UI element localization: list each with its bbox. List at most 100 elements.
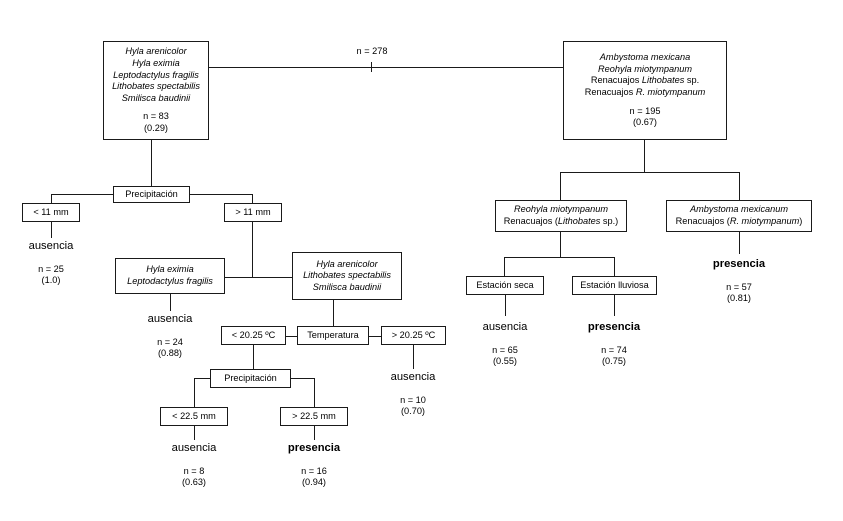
leaf-probability: (0.88) (157, 348, 182, 359)
node-line: n = 195 (629, 105, 661, 116)
leaf-verdict: ausencia (171, 442, 217, 454)
leaf-verdict: presencia (587, 321, 641, 333)
node-label: Temperatura (307, 330, 359, 340)
node-line: Leptodactylus fragilis (127, 276, 213, 286)
edge-root-left-down (151, 140, 153, 186)
node-line: Lithobates spectabilis (303, 270, 391, 281)
node-split-precip-1[interactable]: Precipitación (113, 186, 190, 203)
edge-precip1-right-drop (252, 194, 254, 204)
edge-reohyla-left-drop (504, 257, 506, 277)
leaf-verdict: ausencia (482, 321, 528, 333)
leaf-sample-size: n = 74 (601, 345, 627, 355)
edge-lt225-drop (194, 426, 196, 440)
leaf-sample-size: n = 25 (38, 264, 64, 274)
node-cond-gt11[interactable]: > 11 mm (224, 203, 282, 222)
node-label: Estación seca (476, 280, 534, 290)
node-line: Hyla eximia (146, 264, 194, 275)
leaf-verdict: ausencia (28, 240, 74, 252)
edge-precip1-left-arm (51, 194, 114, 196)
edge-right-root-fork (560, 172, 740, 174)
leaf-leaf-lt11: ausencia n = 25(1.0) (0, 240, 111, 287)
node-cond-lt11[interactable]: < 11 mm (22, 203, 80, 222)
node-label: > 22.5 mm (292, 411, 336, 421)
node-cond-lluviosa[interactable]: Estación lluviosa (572, 276, 657, 295)
node-line: Hyla eximia (132, 58, 180, 69)
node-line: Ambystoma mexicanum (689, 204, 789, 215)
node-label: > 20.25 ºC (391, 330, 436, 340)
edge-right-root-down (644, 140, 646, 173)
edge-precip1-right-arm (189, 194, 253, 196)
node-cond-temp-lt[interactable]: < 20.25 ºC (221, 326, 286, 345)
leaf-verdict: ausencia (390, 371, 436, 383)
edge-gt11-fork (225, 277, 347, 279)
node-label: Precipitación (224, 373, 277, 383)
edge-gt11-down (252, 222, 254, 278)
edge-reohyla-fork (504, 257, 615, 259)
edge-temp-gt-drop (413, 345, 415, 369)
node-cond-seca[interactable]: Estación seca (466, 276, 544, 295)
node-line: Reohyla miotympanum (598, 63, 692, 74)
leaf-verdict: presencia (712, 258, 766, 270)
edge-gt225-drop (314, 426, 316, 440)
edge-temp-right-link (369, 336, 382, 338)
edge-root-connector (209, 67, 563, 69)
leaf-sample-size: n = 10 (400, 395, 426, 405)
leaf-leaf-ambystoma: presencia n = 57(0.81) (679, 258, 799, 305)
node-label: > 11 mm (235, 207, 271, 217)
leaf-probability: (0.81) (726, 293, 751, 304)
edge-temp-lt-drop (253, 345, 255, 370)
leaf-probability: (0.94) (301, 477, 326, 488)
node-line: (0.67) (632, 117, 657, 128)
node-line: Hyla arenicolor (125, 46, 187, 57)
edge-lluviosa-leaf-drop (614, 295, 616, 316)
leaf-probability: (1.0) (41, 275, 61, 286)
edge-fork-left-reohyla (560, 172, 562, 201)
edge-precip1-left-drop (51, 194, 53, 204)
node-cond-temp-gt[interactable]: > 20.25 ºC (381, 326, 446, 345)
node-cond-lt225[interactable]: < 22.5 mm (160, 407, 228, 426)
node-split-precip-2[interactable]: Precipitación (210, 369, 291, 388)
leaf-verdict: presencia (287, 442, 341, 454)
node-line: Smilisca baudinii (312, 281, 382, 292)
node-label: < 20.25 ºC (231, 330, 276, 340)
node-split-temp[interactable]: Temperatura (297, 326, 369, 345)
node-line: Reohyla miotympanum (514, 204, 608, 215)
node-line: Renacuajos R. miotympanum (584, 87, 706, 97)
node-label: Estación lluviosa (580, 280, 649, 290)
node-label: < 22.5 mm (172, 411, 216, 421)
edge-ambystoma-leaf-drop (739, 232, 741, 254)
leaf-sample-size: n = 8 (183, 466, 205, 476)
edge-temp-left-link (286, 336, 298, 338)
edge-precip2-left-drop (194, 378, 196, 408)
leaf-probability: (0.55) (492, 356, 517, 367)
node-line: Lithobates spectabilis (112, 81, 200, 92)
leaf-leaf-gt225: presencia n = 16(0.94) (254, 442, 374, 489)
leaf-probability: (0.75) (601, 356, 626, 367)
edge-precip2-right-drop (314, 378, 316, 408)
node-line: Renacuajos Lithobates sp. (590, 75, 700, 86)
leaf-sample-size: n = 16 (301, 466, 327, 476)
edge-eximia-leaf-drop (170, 294, 172, 311)
edge-fork-right-ambystoma (739, 172, 741, 201)
node-line: n = 83 (143, 111, 169, 122)
edge-reohyla-down (560, 232, 562, 258)
node-line: Leptodactylus fragilis (113, 69, 199, 80)
node-line: Renacuajos (Lithobates sp.) (503, 216, 619, 226)
leaf-sample-size: n = 57 (726, 282, 752, 292)
node-line: Ambystoma mexicana (599, 52, 691, 63)
node-line: Hyla arenicolor (316, 258, 378, 269)
node-cond-gt225[interactable]: > 22.5 mm (280, 407, 348, 426)
root-edge-label: n = 278 (356, 46, 388, 56)
edge-reohyla-right-drop (614, 257, 616, 277)
